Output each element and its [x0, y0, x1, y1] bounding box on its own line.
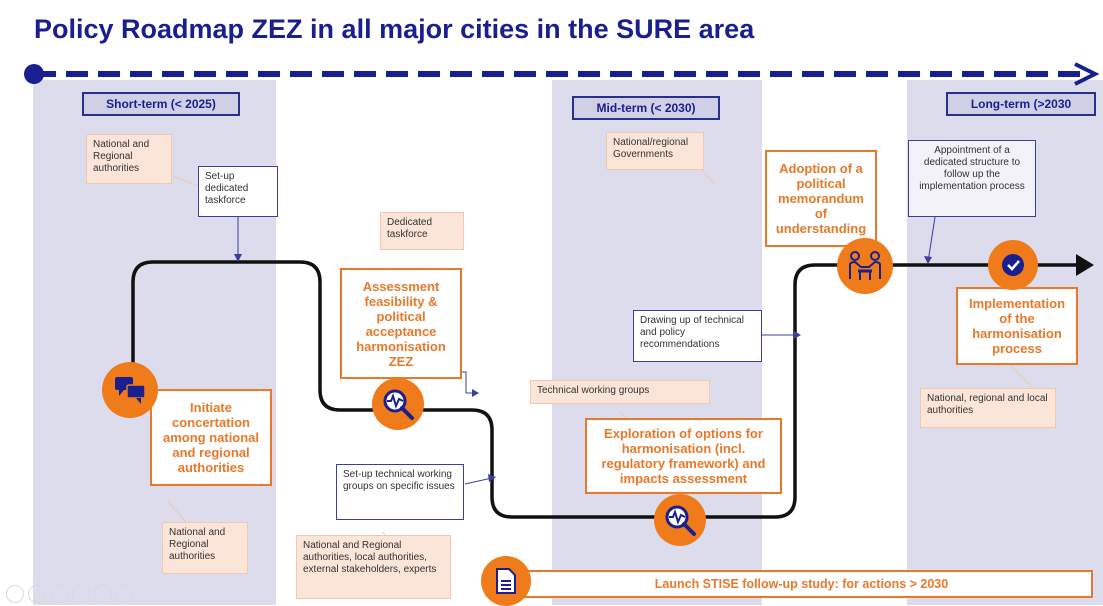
previous-slide-icon[interactable]	[6, 585, 24, 603]
step-assessment-feasibility: Assessment feasibility & political accep…	[340, 268, 462, 379]
chat-bubbles-icon	[102, 362, 158, 418]
step-initiate-concertation: Initiate concertation among national and…	[150, 389, 272, 486]
pointer-arrowhead	[924, 256, 932, 264]
action-callout: Drawing up of technical and policy recom…	[633, 310, 762, 362]
short-term-label: Short-term (< 2025)	[82, 92, 240, 116]
actor-callout: National and Regional authorities, local…	[296, 535, 451, 599]
pointer-arrowhead	[488, 474, 496, 482]
actor-callout: National and Regional authorities	[86, 134, 172, 184]
process-flow-line	[131, 260, 1078, 519]
pointer-arrowhead	[472, 389, 479, 397]
pen-tool-icon[interactable]	[50, 585, 68, 603]
step-adoption-memorandum: Adoption of a political memorandum of un…	[765, 150, 877, 247]
connector	[701, 169, 716, 186]
pointer-arrowhead	[234, 254, 242, 262]
slides-grid-icon[interactable]	[72, 585, 90, 603]
next-slide-icon[interactable]	[28, 585, 46, 603]
action-callout: Appointment of a dedicated structure to …	[908, 140, 1036, 217]
action-callout: Set-up technical working groups on speci…	[336, 464, 464, 520]
actor-callout: Technical working groups	[530, 380, 710, 404]
magnifier-pulse-icon	[654, 494, 706, 546]
actor-callout: Dedicated taskforce	[380, 212, 464, 250]
more-options-icon[interactable]	[116, 585, 134, 603]
pointer-arrowhead	[794, 331, 801, 339]
zoom-icon[interactable]	[94, 585, 112, 603]
connector	[1009, 364, 1036, 391]
actor-callout: National/regional Governments	[606, 132, 704, 170]
pointer-line	[458, 371, 474, 394]
step-exploration-options: Exploration of options for harmonisation…	[585, 418, 782, 494]
document-icon	[481, 556, 531, 606]
action-callout: Set-up dedicated taskforce	[198, 166, 278, 217]
magnifier-pulse-icon	[372, 378, 424, 430]
actor-callout: National and Regional authorities	[162, 522, 248, 574]
slideshow-controls[interactable]	[6, 585, 134, 603]
long-term-label: Long-term (>2030	[946, 92, 1096, 116]
page-title: Policy Roadmap ZEZ in all major cities i…	[34, 14, 755, 44]
step-launch-follow-up-study: Launch STISE follow-up study: for action…	[510, 570, 1093, 598]
timeline-start-dot	[24, 64, 44, 84]
mid-term-label: Mid-term (< 2030)	[572, 96, 720, 120]
handshake-meeting-icon	[837, 238, 893, 294]
pointer-line	[927, 216, 936, 263]
pointer-line	[464, 477, 493, 485]
process-flow-arrowhead	[1076, 254, 1094, 276]
step-implementation: Implementation of the harmonisation proc…	[956, 287, 1078, 365]
check-icon	[988, 240, 1038, 290]
timeline-arrowhead	[1074, 62, 1100, 86]
actor-callout: National, regional and local authorities	[920, 388, 1056, 428]
connector	[166, 499, 187, 523]
